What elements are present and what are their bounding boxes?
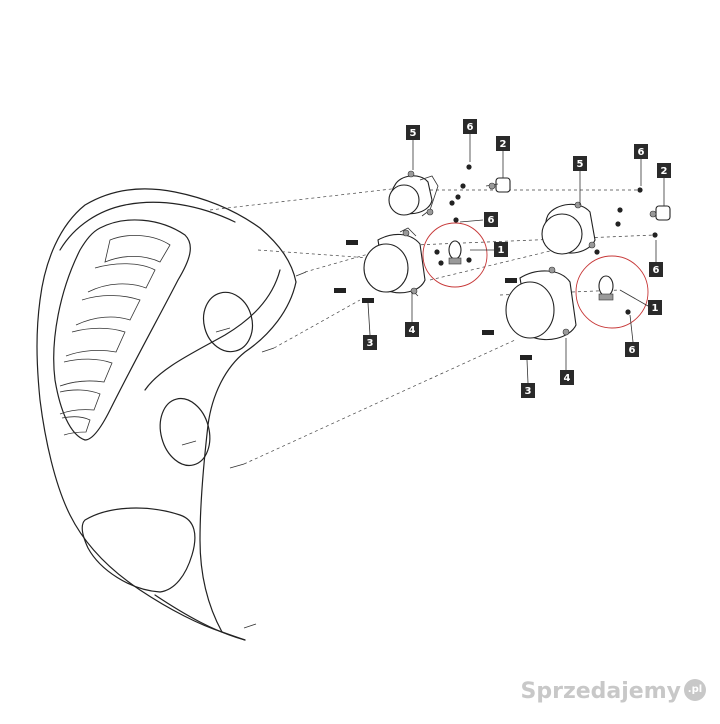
nut — [460, 183, 466, 189]
svg-text:1: 1 — [652, 303, 659, 314]
callout-6: 6 — [625, 342, 639, 357]
callout-5: 5 — [406, 125, 420, 140]
svg-text:4: 4 — [564, 373, 571, 384]
svg-text:6: 6 — [629, 345, 636, 356]
nut — [449, 200, 455, 206]
callout-3: 3 — [363, 335, 377, 350]
bulb-socket-left — [485, 177, 511, 193]
nut — [652, 232, 658, 238]
svg-text:3: 3 — [525, 386, 532, 397]
bulb-right — [598, 275, 614, 301]
nut — [438, 260, 444, 266]
detail-circle-left — [422, 222, 488, 288]
nut — [637, 187, 643, 193]
rubber-pin — [362, 298, 374, 303]
rubber-pin — [482, 330, 494, 335]
nut — [434, 249, 440, 255]
watermark-suffix: .pl — [684, 679, 706, 701]
callout-6: 6 — [634, 144, 648, 159]
callout-1: 1 — [648, 300, 662, 315]
small-lamp-left — [388, 170, 439, 217]
svg-text:6: 6 — [653, 265, 660, 276]
nut — [466, 164, 472, 170]
mount-studs — [181, 271, 307, 629]
rubber-pin — [505, 278, 517, 283]
callout-1: 1 — [494, 242, 508, 257]
nut — [625, 309, 631, 315]
callouts: 5 6 2 6 1 4 3 5 — [363, 119, 671, 398]
svg-text:4: 4 — [409, 325, 416, 336]
nut — [615, 221, 621, 227]
callout-5: 5 — [573, 156, 587, 171]
nut — [466, 257, 472, 263]
fog-lamp-right — [505, 266, 577, 341]
callout-6: 6 — [463, 119, 477, 134]
callout-4: 4 — [560, 370, 574, 385]
fog-lamp-left — [363, 227, 426, 297]
nut — [594, 249, 600, 255]
svg-text:5: 5 — [410, 128, 417, 139]
svg-text:2: 2 — [500, 139, 507, 150]
small-lamp-right — [541, 201, 596, 255]
rubber-pin — [334, 288, 346, 293]
rubber-pin — [520, 355, 532, 360]
callout-4: 4 — [405, 322, 419, 337]
bulb-socket-right — [649, 205, 671, 221]
bulb-left — [448, 240, 462, 265]
svg-text:6: 6 — [467, 122, 474, 133]
watermark-logo: Sprzedajemy.pl — [520, 679, 706, 704]
left-fog-lamp-assembly — [334, 164, 511, 336]
detail-circle-right — [575, 255, 649, 329]
callout-6: 6 — [484, 212, 498, 227]
callout-3: 3 — [521, 383, 535, 398]
svg-text:1: 1 — [498, 245, 505, 256]
callout-6: 6 — [649, 262, 663, 277]
nut — [455, 194, 461, 200]
callout-2: 2 — [496, 136, 510, 151]
svg-text:3: 3 — [367, 338, 374, 349]
right-fog-lamp-assembly — [482, 187, 671, 384]
svg-text:6: 6 — [638, 147, 645, 158]
svg-text:2: 2 — [661, 166, 668, 177]
front-bumper — [36, 188, 307, 641]
rubber-pin — [346, 240, 358, 245]
callout-2: 2 — [657, 163, 671, 178]
svg-text:5: 5 — [577, 159, 584, 170]
svg-text:6: 6 — [488, 215, 495, 226]
watermark-text: Sprzedajemy — [520, 679, 682, 704]
nut — [617, 207, 623, 213]
nut — [453, 217, 459, 223]
